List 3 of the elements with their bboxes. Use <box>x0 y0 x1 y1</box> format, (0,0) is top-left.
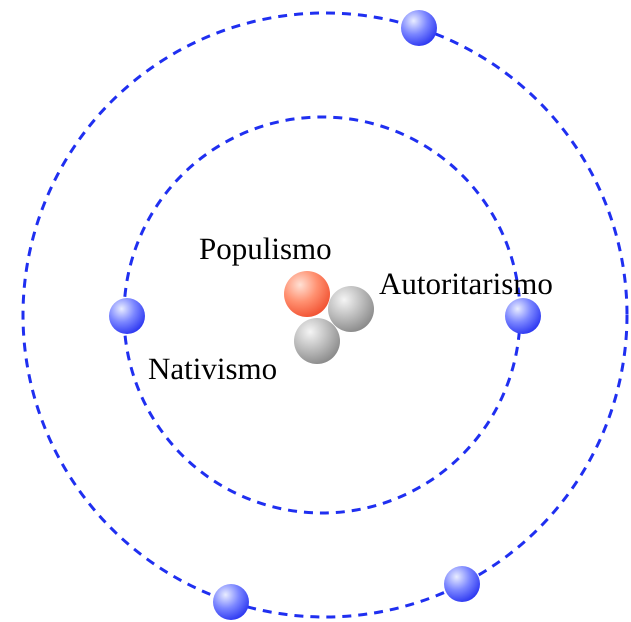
nucleus-label: Autoritarismo <box>379 268 553 299</box>
nucleus-label: Populismo <box>199 233 332 264</box>
nucleus-label: Nativismo <box>148 353 278 384</box>
